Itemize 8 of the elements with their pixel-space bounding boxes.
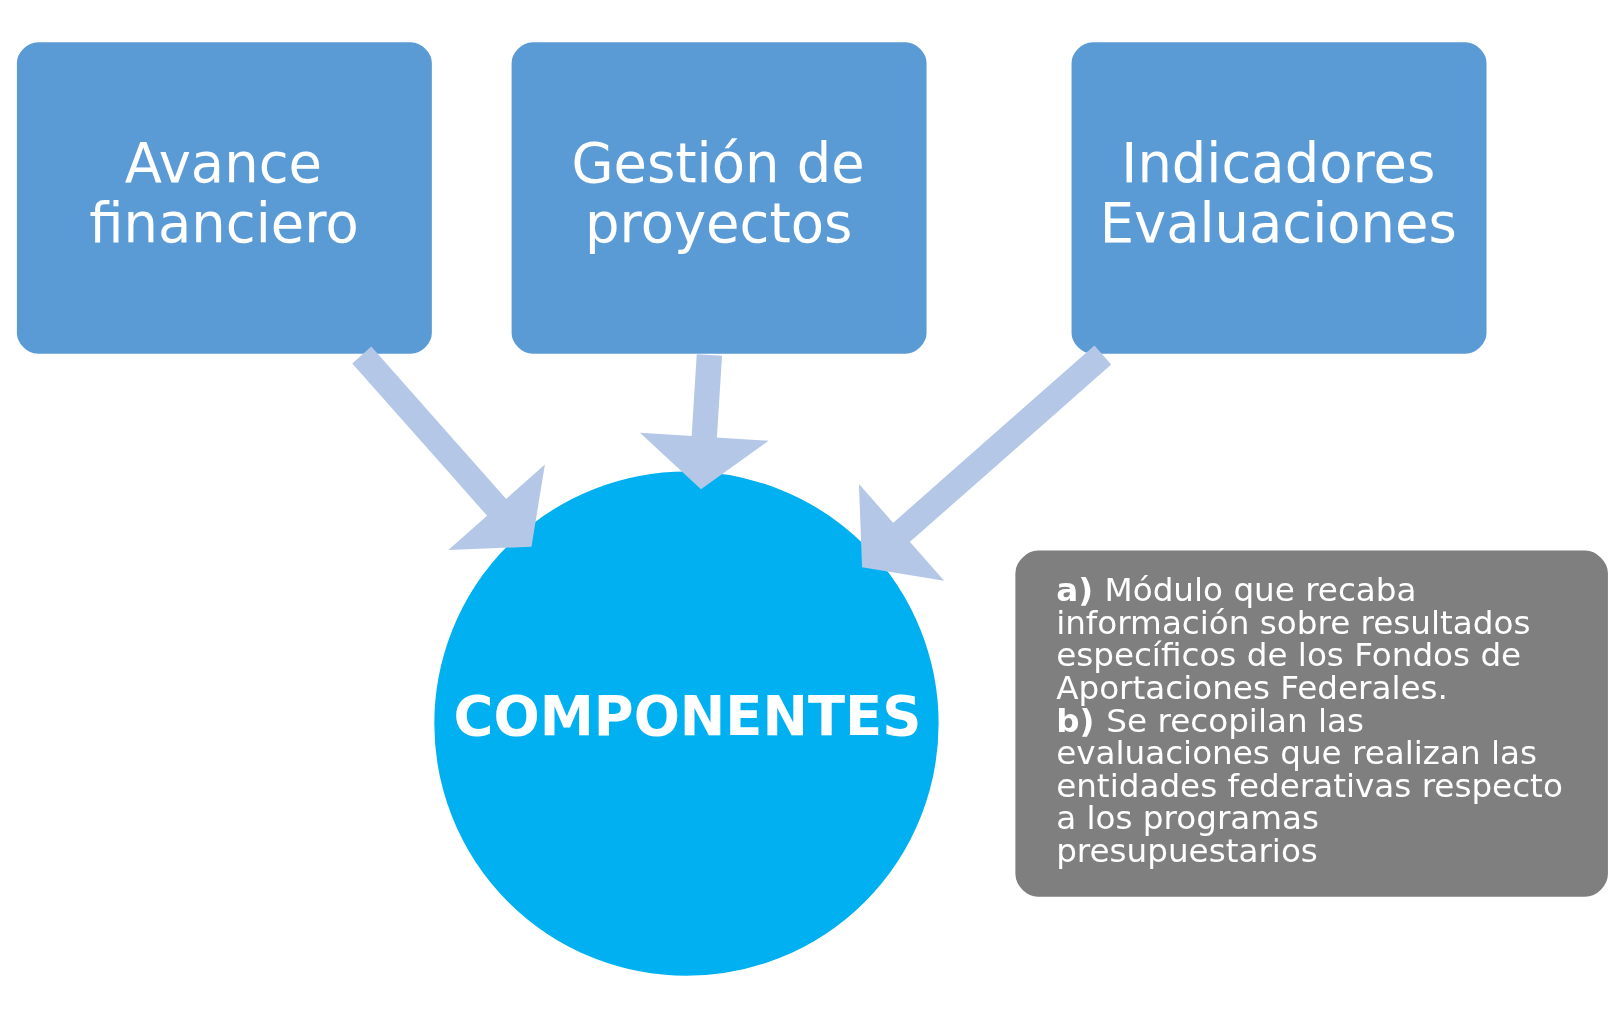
node-box: a) Módulo que recaba información sobre resultados específicos de los Fondos de Aportaciones Federales. b) Se recopilan las evaluaciones que realizan las entidades federativas respecto a los programas presupuestarios	[1015, 550, 1608, 897]
arrow	[858, 345, 1112, 581]
arrow	[639, 354, 769, 490]
node-box: Indicadores Evaluaciones	[1069, 40, 1489, 356]
arrow	[352, 346, 545, 551]
node-circle: COMPONENTES	[434, 471, 939, 976]
node-box: Avance financiero	[15, 40, 434, 356]
node-box: Gestión de proyectos	[509, 40, 929, 356]
